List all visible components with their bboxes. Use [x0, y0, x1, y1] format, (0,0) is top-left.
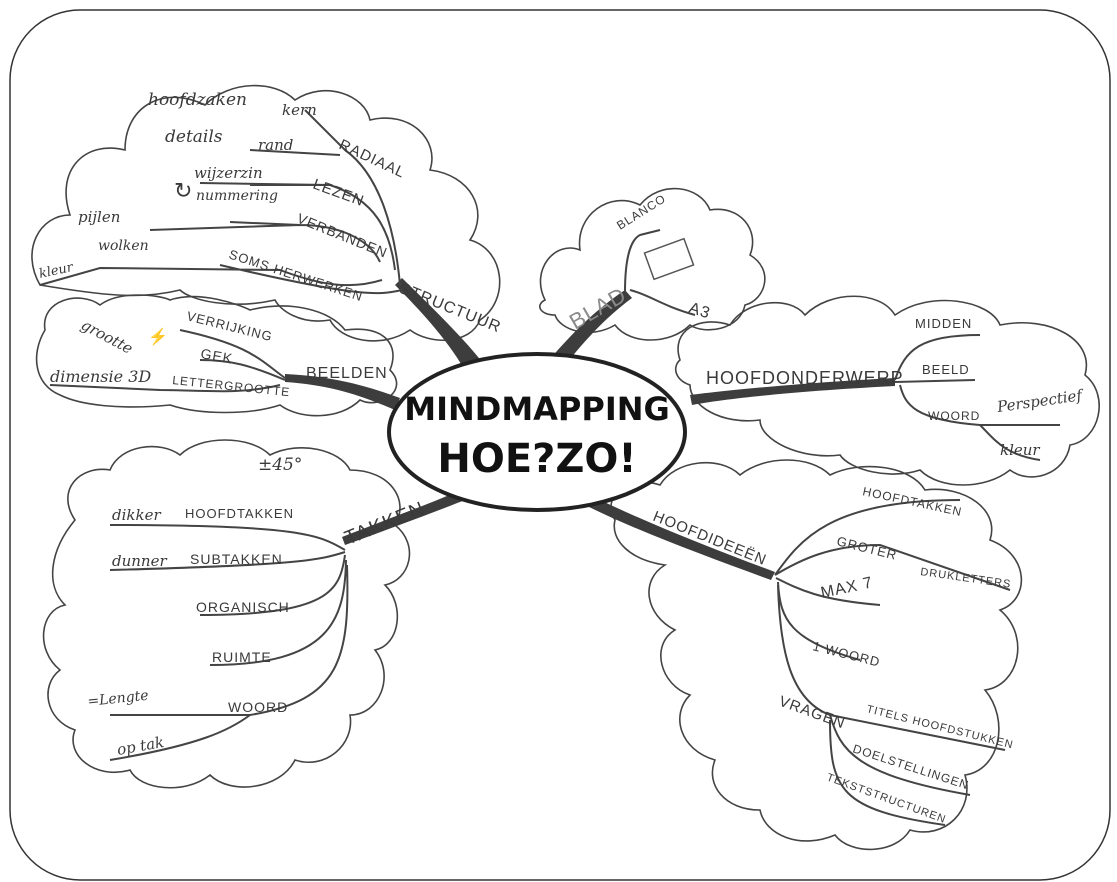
label-hoofdonderwerp: HOOFDONDERWERP [706, 368, 904, 388]
sub-branches-hoofdideeen [774, 499, 1011, 826]
sub-branches-beelden [49, 329, 286, 393]
label-takken: TAKKEN [342, 498, 429, 550]
cloud-hoofdonderwerp [674, 295, 1100, 486]
branch-hoofdideeen [585, 495, 775, 580]
group-hoofdideeen: HOOFDIDEEËN HOOFDTAKKEN GROTER DRUKLETTE… [651, 484, 1015, 826]
label-wijzerzin: wijzerzin [194, 164, 263, 182]
label-wolken: wolken [98, 238, 149, 254]
label-angle: ±45° [258, 455, 302, 475]
label-gek: GEK [199, 345, 234, 366]
cloud-takken [42, 439, 411, 789]
branch-takken [342, 488, 470, 545]
label-hoofdtakken-ideeen: HOOFDTAKKEN [861, 484, 963, 519]
sub-branches-hoofdonderwerp [894, 334, 1060, 461]
label-rand: rand [258, 136, 293, 154]
label-lettergrootte: LETTERGROOTTE [172, 373, 291, 399]
label-herwerken: SOMS HERWERKEN [227, 247, 365, 305]
label-beeld: BEELD [922, 362, 970, 377]
group-blad: BLAD BLANCO A3 [565, 191, 713, 334]
cycle-arrows-icon: ↻ [174, 178, 192, 203]
label-hoofdzaken: hoofdzaken [148, 90, 247, 110]
label-drukletters: DRUKLETTERS [920, 566, 1012, 591]
group-structuur: STRUCTUUR RADIAAL hoofdzaken kern detail… [38, 90, 504, 336]
label-woord: WOORD [928, 409, 980, 423]
sub-branches-blad [624, 229, 696, 316]
paper-sketch-icon [643, 237, 695, 281]
label-blanco: BLANCO [614, 191, 668, 232]
label-dikker: dikker [112, 506, 161, 524]
sub-branches-structuur [39, 109, 403, 295]
sub-branches-takken [109, 524, 349, 761]
label-radiaal: RADIAAL [336, 136, 408, 181]
cloud-structuur [31, 84, 501, 342]
center-oval [387, 352, 687, 512]
label-nummering: nummering [196, 188, 278, 204]
label-pijlen: pijlen [78, 208, 120, 226]
label-kleur-hoofdonderwerp: kleur [1000, 441, 1040, 459]
label-perspectief: Perspectief [995, 386, 1085, 416]
label-woord-takken: WOORD [228, 699, 288, 715]
label-lezen: LEZEN [311, 176, 367, 210]
group-takken: TAKKEN ±45° dikker HOOFDTAKKEN dunner SU… [87, 455, 429, 759]
lightning-icon: ⚡ [148, 327, 168, 346]
label-kern: kern [282, 101, 317, 119]
branch-hoofdonderwerp [690, 378, 895, 405]
label-max: MAX 7 [819, 574, 874, 602]
label-doelstellingen: DOELSTELLINGEN [851, 742, 971, 793]
label-op-tak: op tak [116, 733, 166, 759]
label-verrijking: VERRIJKING [185, 308, 274, 344]
group-hoofdonderwerp: HOOFDONDERWERP MIDDEN BEELD WOORD Perspe… [706, 316, 1085, 459]
page-frame [9, 9, 1111, 881]
label-vragen: VRAGEN [777, 693, 848, 733]
branch-blad [545, 290, 632, 372]
label-hoofdtakken-takken: HOOFDTAKKEN [185, 506, 294, 521]
label-organisch: ORGANISCH [196, 599, 290, 615]
label-beelden: BEELDEN [306, 365, 388, 382]
label-grootte: grootte [78, 316, 136, 358]
branch-structuur [395, 278, 490, 380]
label-kleur: kleur [38, 260, 75, 282]
label-verbanden: VERBANDEN [295, 210, 390, 261]
label-details: details [165, 127, 223, 147]
label-1-woord: 1 WOORD [811, 638, 882, 669]
label-dunner: dunner [112, 552, 167, 570]
cloud-beelden [35, 294, 398, 417]
branch-beelden [285, 374, 400, 410]
label-a3: A3 [687, 300, 713, 323]
label-subtakken: SUBTAKKEN [190, 551, 283, 567]
center-title-line1: MINDMAPPING [404, 390, 670, 428]
label-dimensie: dimensie 3D [50, 367, 151, 386]
label-groter: GROTER [835, 533, 898, 562]
cloud-hoofdideeen [610, 459, 1023, 851]
center-title-line2: HOE?ZO! [437, 436, 636, 482]
label-midden: MIDDEN [915, 316, 972, 331]
label-lengte: =Lengte [87, 688, 150, 710]
label-ruimte: RUIMTE [212, 649, 272, 665]
